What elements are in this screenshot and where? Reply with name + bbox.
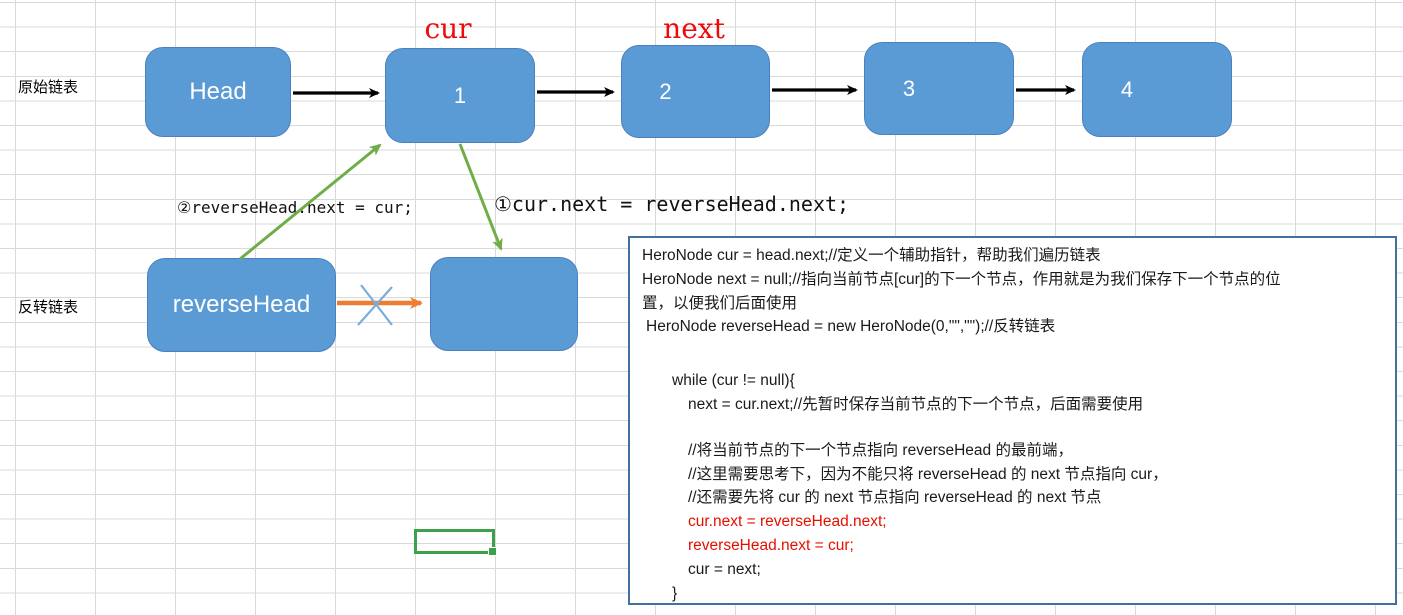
node-head[interactable]: Head: [145, 47, 291, 137]
node-empty[interactable]: [430, 257, 578, 351]
code-line: HeroNode cur = head.next;//定义一个辅助指针，帮助我们…: [642, 247, 1101, 264]
code-line: HeroNode reverseHead = new HeroNode(0,""…: [646, 318, 1056, 336]
code-line: //这里需要思考下，因为不能只将 reverseHead 的 next 节点指向…: [688, 465, 1168, 483]
code-blank-line: [642, 417, 1385, 439]
code-line-highlight: reverseHead.next = cur;: [688, 536, 854, 554]
arrow-cur-next-to-reversehead-next[interactable]: [458, 143, 503, 251]
node-3[interactable]: 3: [864, 42, 1014, 135]
node-1[interactable]: 1: [385, 48, 535, 143]
code-line-highlight: cur.next = reverseHead.next;: [688, 513, 887, 531]
code-line: //还需要先将 cur 的 next 节点指向 reverseHead 的 ne…: [688, 489, 1102, 507]
pointer-label-next[interactable]: next: [663, 12, 725, 45]
node-head-label: Head: [189, 78, 247, 105]
node-reverse-head-label: reverseHead: [172, 291, 311, 318]
label-original-list: 原始链表: [18, 78, 79, 96]
cross-stroke-2[interactable]: [357, 286, 393, 326]
node-4[interactable]: 4: [1082, 42, 1232, 137]
code-line: next = cur.next;//先暂时保存当前节点的下一个节点，后面需要使用: [688, 395, 1144, 413]
node-4-label: 4: [1120, 76, 1134, 102]
annotation-step2[interactable]: ②reverseHead.next = cur;: [177, 198, 413, 217]
selected-cell[interactable]: [414, 529, 497, 556]
code-line: cur = next;: [688, 560, 761, 578]
code-line: }: [672, 584, 678, 602]
label-reversed-list: 反转链表: [18, 298, 79, 316]
node-1-label: 1: [453, 82, 467, 108]
node-3-label: 3: [902, 75, 916, 101]
code-line: //将当前节点的下一个节点指向 reverseHead 的最前端，: [688, 441, 1073, 459]
fill-handle[interactable]: [488, 547, 497, 556]
node-2-label: 2: [659, 78, 672, 104]
code-line: while (cur != null){: [672, 372, 795, 390]
arrow-reversehead-next-to-cur[interactable]: [239, 143, 382, 261]
annotation-step1[interactable]: ①cur.next = reverseHead.next;: [494, 192, 850, 216]
node-2[interactable]: 2: [621, 45, 770, 138]
pointer-label-cur[interactable]: cur: [424, 12, 472, 45]
code-panel[interactable]: HeroNode cur = head.next;//定义一个辅助指针，帮助我们…: [628, 236, 1397, 605]
code-line: 置，以便我们后面使用: [642, 294, 798, 312]
code-blank-line: [642, 339, 1385, 369]
code-line: HeroNode next = null;//指向当前节点[cur]的下一个节点…: [642, 270, 1281, 288]
